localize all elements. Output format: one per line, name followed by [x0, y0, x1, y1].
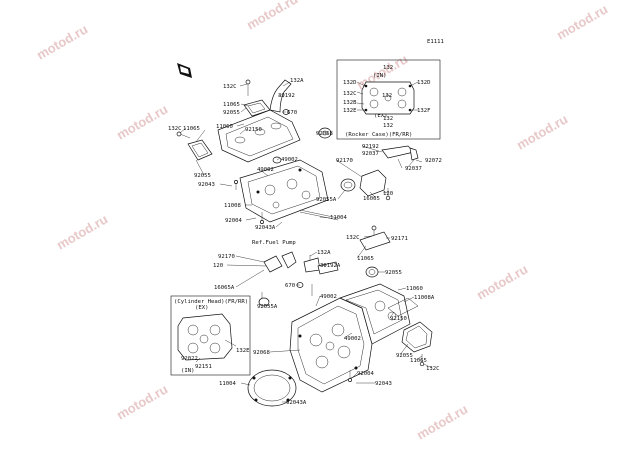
part-label: 49002	[320, 294, 337, 300]
part-label: 92068	[316, 131, 333, 137]
part-label: 92150	[390, 316, 407, 322]
inset-in-label: (IN)	[373, 73, 386, 79]
part-label: 132D	[343, 80, 357, 86]
watermark: motod.ru	[114, 101, 170, 142]
rocker-case-inset: (IN) (EX) (Rocker Case)(FR/RR)	[336, 59, 441, 140]
watermark: motod.ru	[554, 1, 610, 42]
part-label: 670	[285, 283, 295, 289]
part-label: 132C	[346, 235, 359, 241]
part-label: 11004	[219, 381, 236, 387]
part-label: 92055A	[257, 304, 278, 310]
part-label: 132C	[426, 366, 439, 372]
inset-ex-label: (EX)	[374, 113, 387, 119]
part-label: 92037	[362, 151, 379, 157]
part-label: 92043	[198, 182, 215, 188]
part-label: 11008A	[414, 295, 435, 301]
part-label: 132	[382, 93, 392, 99]
watermark: motod.ru	[34, 21, 90, 62]
part-label: 132C	[343, 91, 356, 97]
part-label: 132A	[317, 250, 331, 256]
part-labels: 132C 132A 11065 39192 92055 670 11060 92…	[168, 65, 442, 406]
part-label: 92151	[195, 364, 212, 370]
inset-in-label: (IN)	[181, 368, 194, 374]
inset-caption: (Rocker Case)(FR/RR)	[345, 132, 412, 138]
part-label: 132E	[343, 108, 357, 114]
part-label: 132A	[290, 78, 304, 84]
part-label: 11060	[406, 286, 423, 292]
watermark: motod.ru	[114, 381, 170, 422]
part-label: 132E	[236, 348, 250, 354]
inset-caption: (Cylinder Head)(FR/RR)	[174, 299, 248, 305]
part-label: 92055	[396, 353, 413, 359]
part-label: 132C	[223, 84, 236, 90]
cylinder-head-lower	[247, 225, 433, 407]
part-label: 132C	[168, 126, 181, 132]
part-label: 92055	[194, 173, 211, 179]
leader-lines	[179, 81, 433, 403]
part-label: 132	[383, 116, 393, 122]
cylinder-head-inset: (Cylinder Head)(FR/RR) (EX) (IN)	[170, 295, 251, 376]
part-label: 120	[213, 263, 223, 269]
part-label: 49002	[257, 167, 274, 173]
part-label: 132B	[343, 100, 357, 106]
part-label: 49002	[344, 336, 361, 342]
part-label: 132	[383, 65, 393, 71]
part-label: 92192	[362, 144, 379, 150]
part-label: 92037	[405, 166, 422, 172]
part-label: 11060	[216, 124, 233, 130]
part-label: 132F	[417, 108, 431, 114]
part-label: 92072	[425, 158, 442, 164]
part-label: 11065	[357, 256, 374, 262]
part-label: 92055	[385, 270, 402, 276]
diagram-code: E1111	[427, 39, 444, 45]
watermark: motod.ru	[54, 211, 110, 252]
part-label: 11065	[183, 126, 200, 132]
part-label: 92004	[225, 218, 242, 224]
watermark: motod.ru	[414, 401, 470, 442]
inset-ex-label: (EX)	[195, 305, 208, 311]
part-label: 92043	[375, 381, 392, 387]
part-label: 92068	[253, 350, 270, 356]
part-label: 92150	[245, 127, 262, 133]
part-label: 92004	[357, 371, 374, 377]
part-label: 11065	[223, 102, 240, 108]
part-label: 39192	[278, 93, 295, 99]
part-label: 16065	[363, 196, 380, 202]
part-label: 120	[383, 191, 393, 197]
part-label: 92043A	[255, 225, 276, 231]
part-label: 92055A	[316, 197, 337, 203]
part-label: 92170	[218, 254, 235, 260]
watermark: motod.ru	[244, 0, 300, 33]
part-label: 16065A	[214, 285, 235, 291]
part-label: 11065	[410, 358, 427, 364]
part-label: 92170	[336, 158, 353, 164]
part-label: 132D	[417, 80, 431, 86]
part-label: 39192A	[320, 263, 341, 269]
part-label: 92171	[391, 236, 408, 242]
watermark: motod.ru	[474, 261, 530, 302]
part-label: 92055	[223, 110, 240, 116]
watermark: motod.ru	[514, 111, 570, 152]
part-label: 11008	[224, 203, 241, 209]
part-label: 670	[287, 110, 297, 116]
front-arrow-icon	[177, 63, 192, 78]
rocker-case-upper	[176, 79, 419, 224]
part-label: 92043A	[286, 400, 307, 406]
part-label: 132	[383, 123, 393, 129]
part-label: 11004	[330, 215, 347, 221]
ref-fuel-pump-label: Ref.Fuel Pump	[252, 240, 296, 246]
part-label: 49002	[281, 157, 298, 163]
part-label: 92022	[181, 356, 198, 362]
